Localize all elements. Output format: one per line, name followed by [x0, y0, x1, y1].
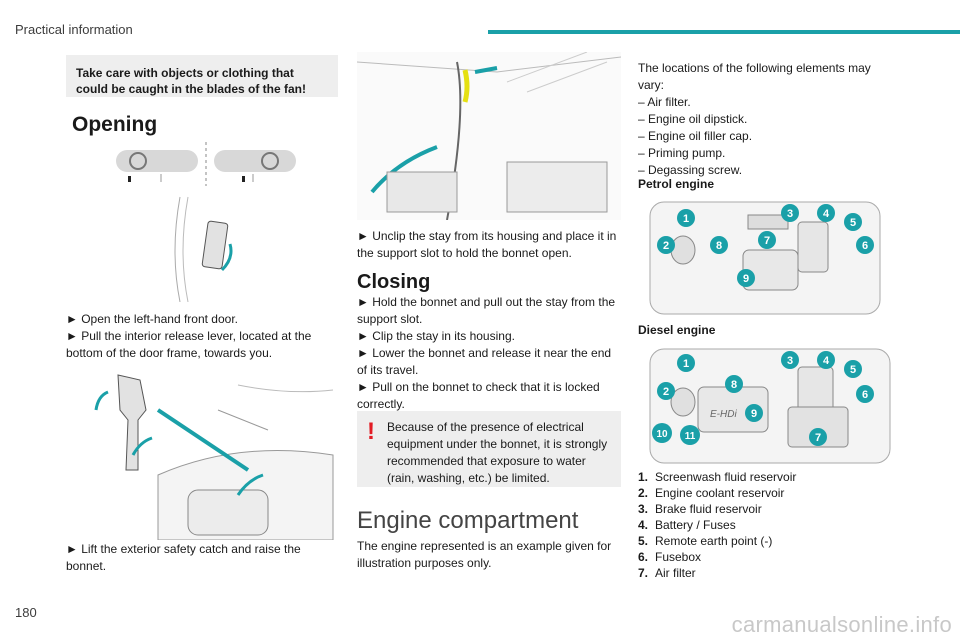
marker-4: [817, 351, 835, 369]
step-check-locked: ► Pull on the bonnet to check that it is…: [357, 380, 600, 411]
marker-4: [817, 204, 835, 222]
svg-text:6: 6: [862, 240, 868, 252]
engine-compartment-title: Engine compartment: [357, 507, 579, 534]
exclamation-icon: !: [367, 418, 375, 445]
marker-9: [737, 269, 755, 287]
svg-text:3: 3: [787, 208, 793, 220]
marker-6: [856, 385, 874, 403]
svg-text:5: 5: [850, 217, 856, 229]
step-open-door: ► Open the left-hand front door.: [66, 312, 238, 326]
diesel-markers: 1 2 3 4 5 6 7 8 9 10 11: [652, 351, 874, 446]
petrol-engine-diagram: 1 2 3 4 5 6 7 8 9: [649, 201, 881, 315]
marker-7: [809, 428, 827, 446]
fan-warning: Take care with objects or clothing that …: [66, 55, 338, 97]
e-hdi-badge: E-HDi: [710, 409, 737, 420]
svg-text:4: 4: [823, 355, 830, 367]
step-pull-lever: ► Pull the interior release lever, locat…: [66, 329, 312, 360]
marker-6: [856, 236, 874, 254]
legend-item: 2.Engine coolant reservoir: [638, 486, 785, 500]
locations-list: The locations of the following elements …: [638, 60, 900, 179]
step-lift-catch: ► Lift the exterior safety catch and rai…: [66, 542, 301, 573]
watermark: carmanualsonline.info: [731, 612, 952, 637]
door-lever-illustration: [116, 142, 296, 302]
marker-10: [652, 423, 672, 443]
bonnet-catch-illustration: [94, 374, 334, 540]
step-unclip-stay: ► Unclip the stay from its housing and p…: [357, 229, 617, 260]
marker-1: [677, 209, 695, 227]
svg-text:5: 5: [850, 364, 856, 376]
diesel-engine-title: Diesel engine: [638, 323, 716, 337]
marker-7: [758, 231, 776, 249]
petrol-markers: 1 2 3 4 5 6 7 8 9: [657, 204, 874, 287]
svg-text:2: 2: [663, 240, 669, 252]
marker-11: [680, 425, 700, 445]
svg-text:9: 9: [751, 408, 757, 420]
marker-5: [844, 360, 862, 378]
item-filler-cap: – Engine oil filler cap.: [638, 129, 753, 143]
opening-title: Opening: [72, 113, 158, 136]
item-air-filter: – Air filter.: [638, 95, 691, 109]
legend-item: 3.Brake fluid reservoir: [638, 502, 762, 516]
svg-text:10: 10: [656, 429, 668, 440]
marker-3: [781, 351, 799, 369]
marker-8: [725, 375, 743, 393]
marker-2: [657, 236, 675, 254]
marker-5: [844, 213, 862, 231]
marker-3: [781, 204, 799, 222]
step-hold-bonnet: ► Hold the bonnet and pull out the stay …: [357, 295, 616, 326]
opening-steps: ► Open the left-hand front door. ► Pull …: [66, 311, 338, 362]
closing-steps: ► Hold the bonnet and pull out the stay …: [357, 294, 621, 413]
alert-text: Because of the presence of electrical eq…: [387, 420, 608, 485]
svg-text:2: 2: [663, 386, 669, 398]
bonnet-stay-illustration: [357, 52, 621, 220]
svg-text:9: 9: [743, 273, 749, 285]
marker-9: [745, 404, 763, 422]
svg-text:8: 8: [731, 379, 737, 391]
component-legend: 1.Screenwash fluid reservoir 2.Engine co…: [638, 469, 900, 581]
step-clip-stay: ► Clip the stay in its housing.: [357, 329, 515, 343]
item-dipstick: – Engine oil dipstick.: [638, 112, 748, 126]
header-accent-bar: [488, 30, 960, 34]
legend-item: 1.Screenwash fluid reservoir: [638, 470, 797, 484]
svg-text:11: 11: [685, 431, 696, 442]
diesel-engine-diagram: E-HDi 1 2 3 4 5 6 7 8 9 10 11: [649, 348, 891, 464]
page-number: 180: [15, 605, 37, 620]
locations-intro: The locations of the following elements …: [638, 61, 871, 92]
marker-8: [710, 236, 728, 254]
svg-text:1: 1: [683, 358, 689, 370]
legend-item: 7.Air filter: [638, 566, 696, 580]
svg-text:6: 6: [862, 389, 868, 401]
engine-note: The engine represented is an example giv…: [357, 539, 612, 570]
item-priming-pump: – Priming pump.: [638, 146, 726, 160]
step-lower-bonnet: ► Lower the bonnet and release it near t…: [357, 346, 612, 377]
header-title: Practical information: [15, 22, 133, 37]
svg-text:8: 8: [716, 240, 722, 252]
legend-item: 4.Battery / Fuses: [638, 518, 736, 532]
marker-1: [677, 354, 695, 372]
svg-text:7: 7: [764, 235, 770, 247]
item-degassing-screw: – Degassing screw.: [638, 163, 743, 177]
electrical-alert: ! Because of the presence of electrical …: [357, 411, 621, 487]
svg-text:3: 3: [787, 355, 793, 367]
legend-item: 6.Fusebox: [638, 550, 702, 564]
svg-text:1: 1: [683, 213, 689, 225]
petrol-engine-title: Petrol engine: [638, 177, 715, 191]
svg-text:4: 4: [823, 208, 830, 220]
marker-2: [657, 382, 675, 400]
closing-title: Closing: [357, 271, 431, 293]
svg-text:7: 7: [815, 432, 821, 444]
legend-item: 5.Remote earth point (-): [638, 534, 773, 548]
